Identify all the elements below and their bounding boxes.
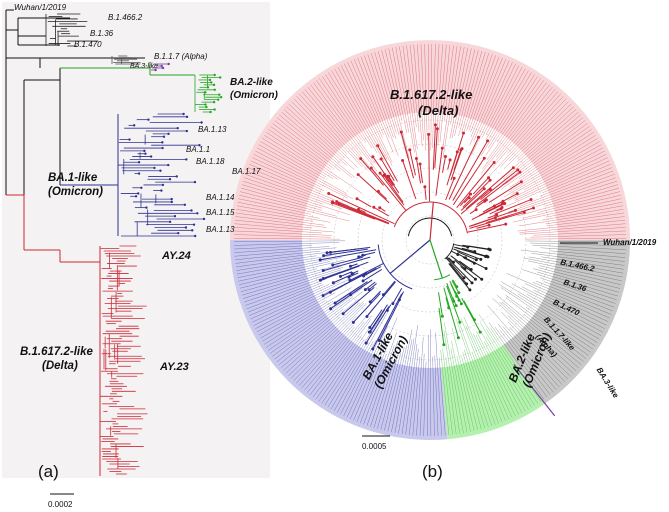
label-b1466-a: B.1.466.2 <box>108 13 143 22</box>
guide-ring <box>381 191 479 289</box>
inner-delta-stem <box>429 202 434 241</box>
scale-a-text: 0.0002 <box>48 500 73 509</box>
inner-ba1-stem <box>389 239 431 274</box>
tree-a-ba2-stem <box>60 62 195 76</box>
branch-ba3 <box>513 363 556 417</box>
inner-ba2 <box>434 274 482 347</box>
scale-b-text: 0.0005 <box>362 442 387 451</box>
label-delta-b-1: B.1.617.2-like <box>390 87 473 102</box>
label-ay24: AY.24 <box>162 250 191 262</box>
tree-a-clade-ba2 <box>194 73 223 114</box>
label-b136-a: B.1.36 <box>90 29 114 38</box>
label-ba118: BA.1.18 <box>196 157 225 166</box>
label-wuhan-b: Wuhan/1/2019 <box>603 238 657 247</box>
spokes-other <box>487 240 626 400</box>
label-ba1-a-2: (Omicron) <box>48 186 103 198</box>
tree-a-clade-alpha <box>111 55 141 65</box>
label-ba117: BA.1.17 <box>232 167 261 176</box>
label-ba113b: BA.1.13 <box>206 225 235 234</box>
tree-a-clade-b1 <box>45 13 99 47</box>
tree-a-clade-delta <box>99 245 148 475</box>
spokes-delta <box>234 44 626 240</box>
label-delta-b-2: (Delta) <box>418 103 459 118</box>
label-ay23: AY.23 <box>160 361 189 373</box>
guide-ring <box>309 119 551 361</box>
inner-ba1 <box>318 244 413 351</box>
label-ba3-a: BA.3-like <box>130 63 159 70</box>
label-ba113a: BA.1.13 <box>198 125 227 134</box>
label-delta-a-1: B.1.617.2-like <box>20 346 93 358</box>
label-ba2-a-2: (Omicron) <box>230 90 278 101</box>
label-b1470-a: B.1.470 <box>74 40 102 49</box>
spokes-ba1 <box>234 240 446 436</box>
inner-ba2-stem <box>429 239 443 279</box>
label-ba11: BA.1.1 <box>186 145 211 154</box>
label-alpha-a: B.1.1.7 (Alpha) <box>154 52 208 61</box>
panel-a-caption: (a) <box>38 462 59 481</box>
label-ba2-a-1: BA.2-like <box>230 77 273 88</box>
label-ba1-a-1: BA.1-like <box>48 172 98 184</box>
inner-backbone <box>407 217 453 237</box>
panel-b-caption: (b) <box>422 462 443 481</box>
label-wuhan-a: Wuhan/1/2019 <box>14 3 67 12</box>
guide-ring <box>357 167 503 313</box>
inner-other <box>444 243 492 292</box>
label-ba115: BA.1.15 <box>206 208 235 217</box>
spokes-ba2 <box>440 314 542 436</box>
label-delta-a-2: (Delta) <box>42 360 78 372</box>
guide-ring <box>405 215 455 265</box>
label-ba114: BA.1.14 <box>206 193 235 202</box>
panel-a-background <box>2 2 270 478</box>
tree-a-clade-ba1 <box>117 112 206 238</box>
inner-delta <box>327 123 535 234</box>
guide-ring <box>333 143 527 337</box>
